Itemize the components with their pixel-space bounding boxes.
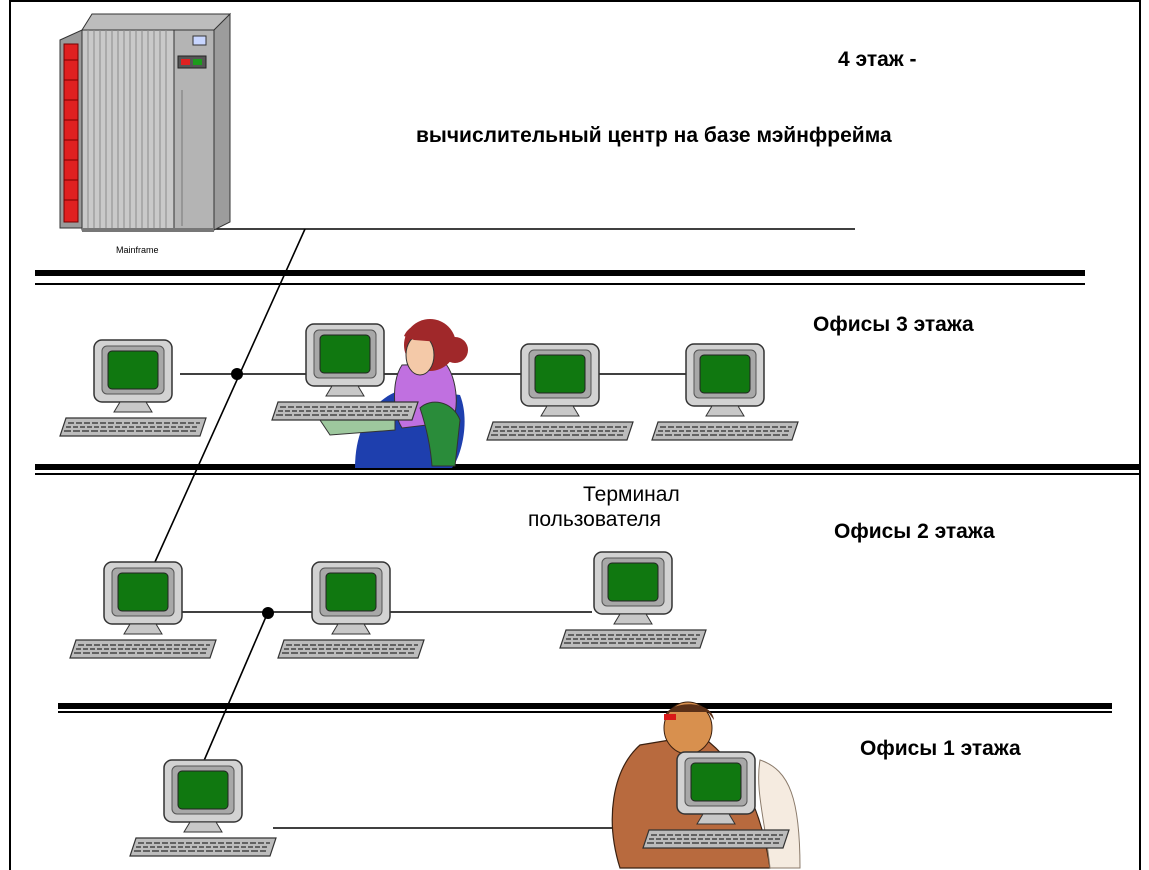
network-cables <box>149 228 855 829</box>
terminal-floor2-2 <box>277 561 425 659</box>
operator-woman-icon <box>319 319 468 468</box>
terminal-floor1-1 <box>129 759 277 857</box>
floor-separator-3-2 <box>35 464 1141 475</box>
mainframe-icon <box>59 12 231 232</box>
terminal-caption-line1: Терминал <box>583 483 680 506</box>
junction-node-floor3 <box>231 368 243 380</box>
mainframe-caption: Mainframe <box>116 245 159 255</box>
floor-separator-2-1 <box>58 703 1112 713</box>
floor4-title: 4 этаж - <box>838 48 917 71</box>
floor4-subtitle: вычислительный центр на базе мэйнфрейма <box>416 124 892 147</box>
terminal-caption-line2: пользователя <box>528 508 661 531</box>
floor1-label: Офисы 1 этажа <box>860 737 1021 760</box>
terminal-floor2-1 <box>69 561 217 659</box>
user-terminal <box>559 551 707 649</box>
terminal-floor3-4 <box>651 343 799 441</box>
terminal-floor3-2 <box>271 323 419 421</box>
floor3-label: Офисы 3 этажа <box>813 313 974 336</box>
floor-separator-4-3 <box>35 270 1085 285</box>
terminal-floor3-3 <box>486 343 634 441</box>
terminal-floor3-1 <box>59 339 207 437</box>
floor2-label: Офисы 2 этажа <box>834 520 995 543</box>
junction-node-floor2 <box>262 607 274 619</box>
